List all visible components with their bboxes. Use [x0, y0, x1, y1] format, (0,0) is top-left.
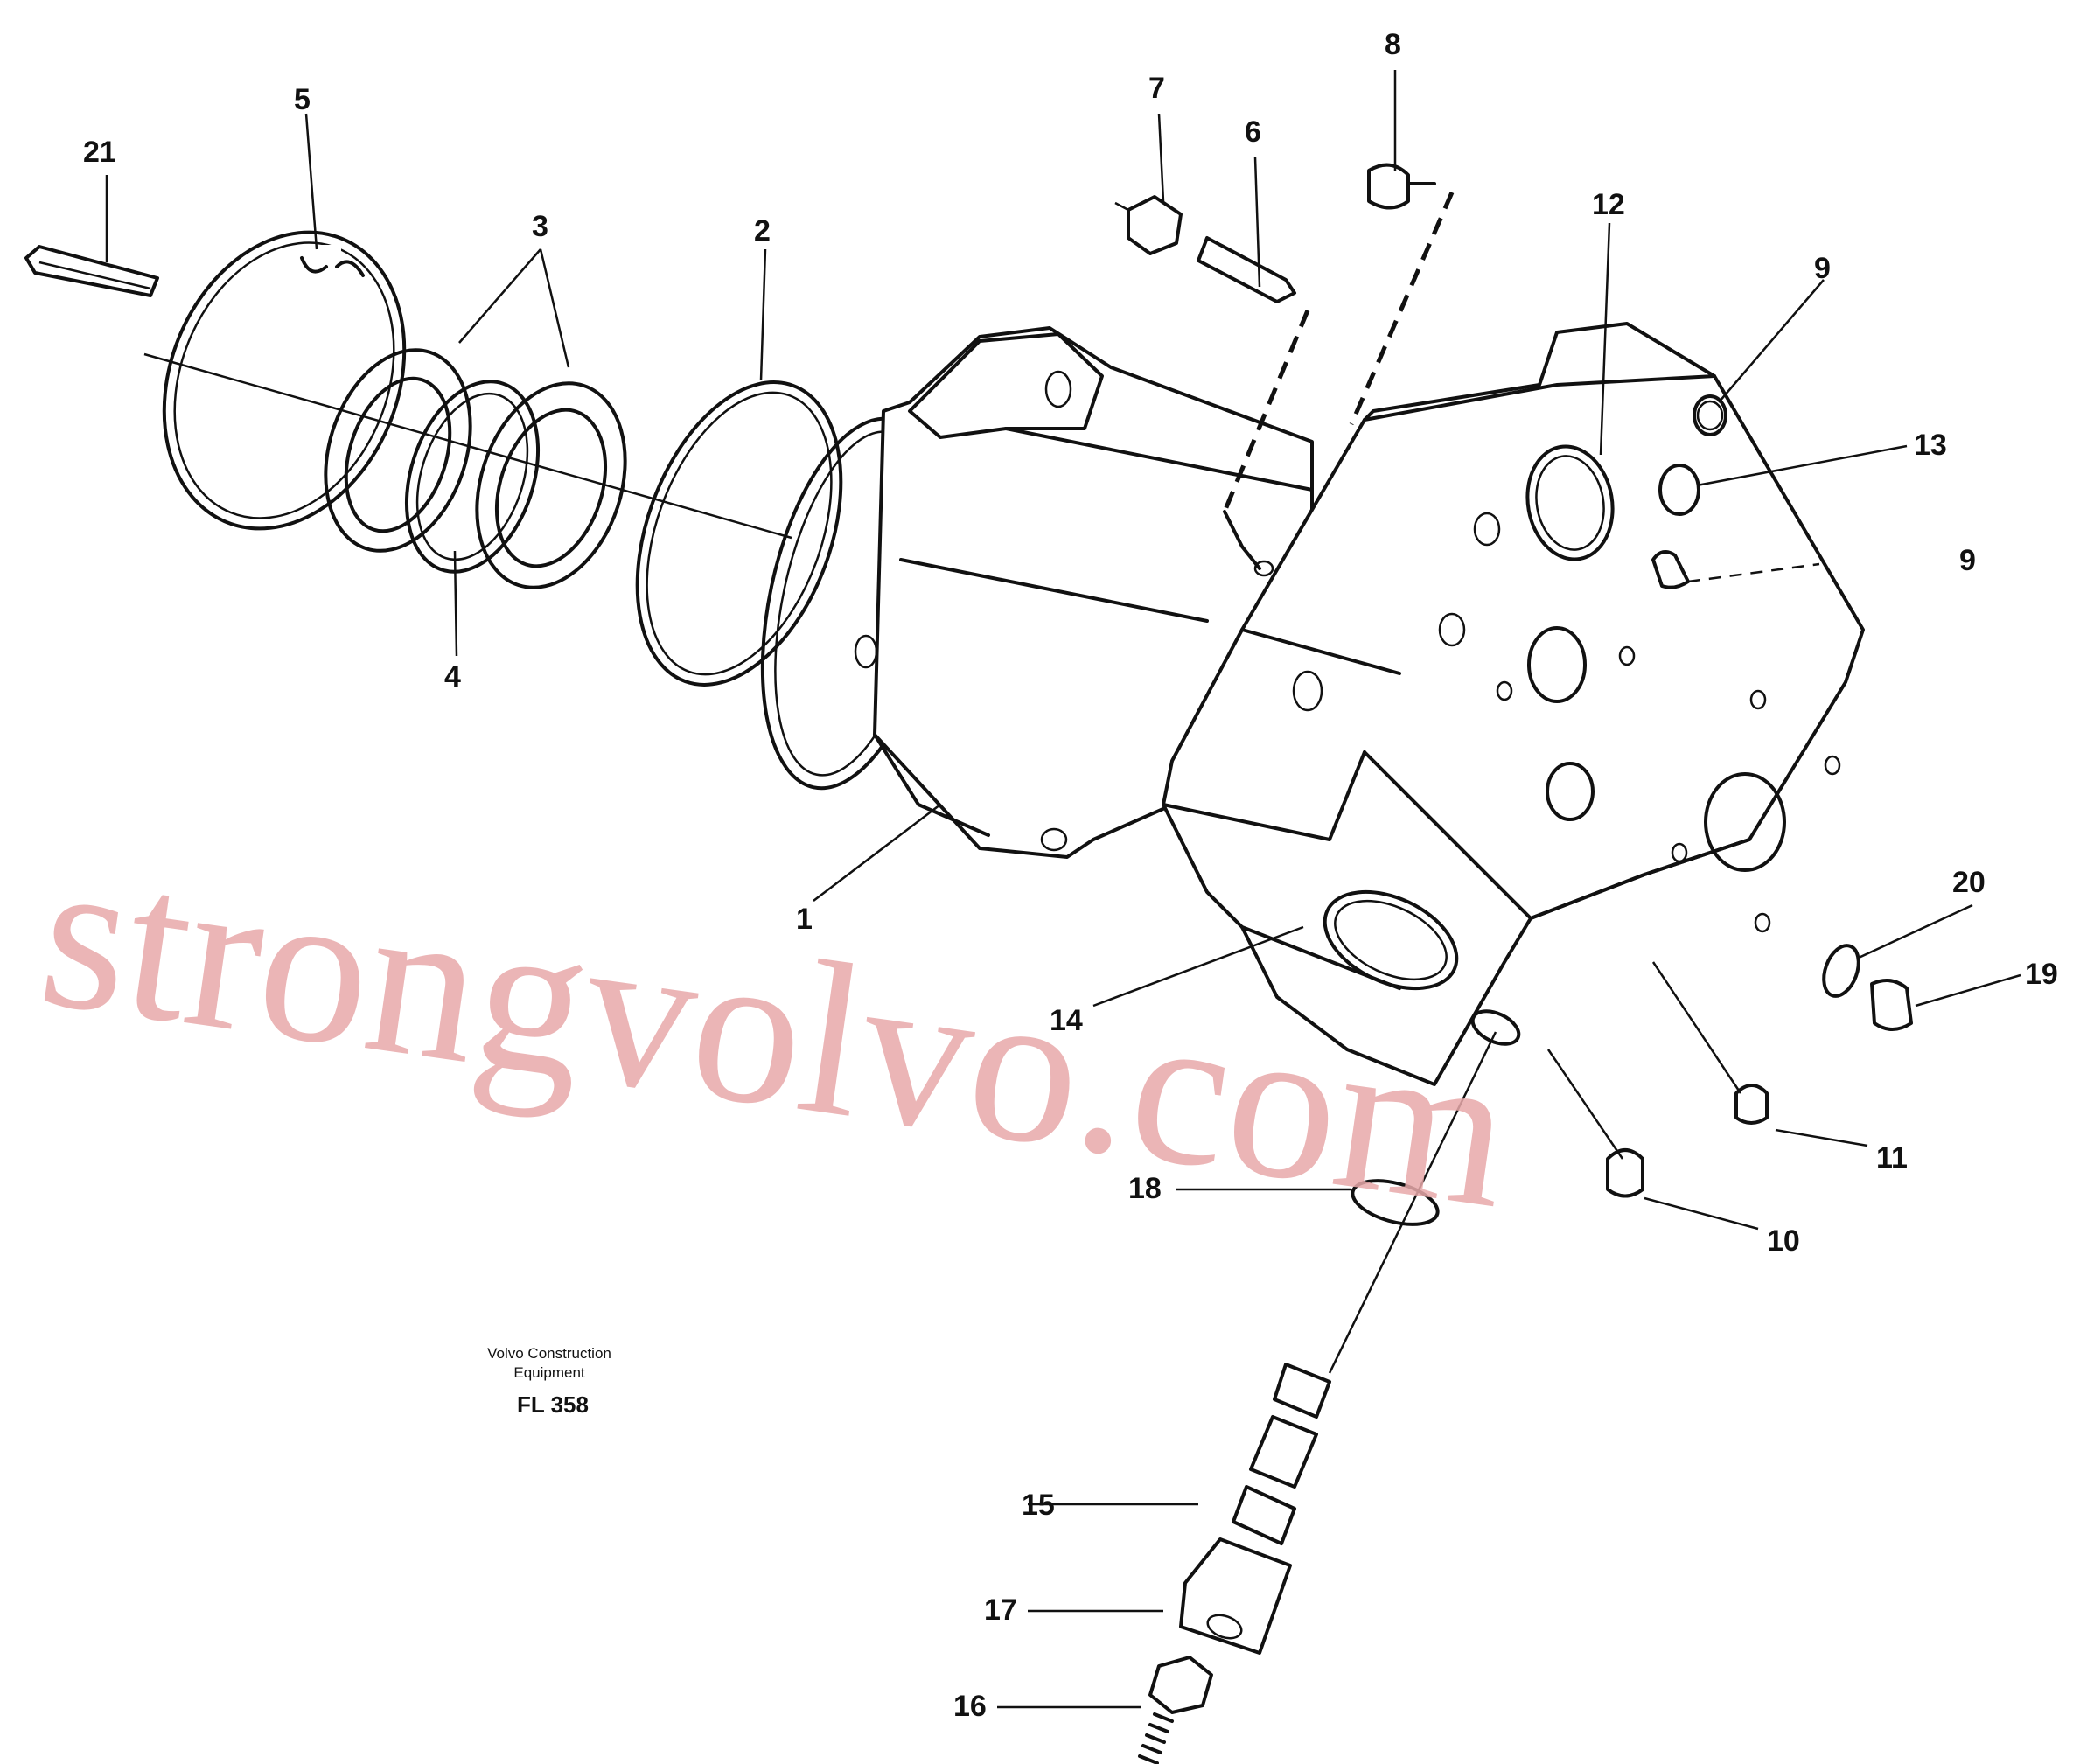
callout-14: 14	[1050, 1004, 1083, 1037]
leader-lines	[105, 70, 2021, 1709]
callout-13: 13	[1914, 429, 1947, 462]
part-pressure-valve	[1138, 1031, 1497, 1764]
part-top-fittings	[1114, 163, 1455, 577]
seal-18	[1351, 1179, 1440, 1226]
callout-18: 18	[1128, 1172, 1162, 1205]
callout-17: 17	[984, 1593, 1017, 1627]
part-valve-block	[1162, 322, 1865, 1086]
part-seal-rings	[324, 348, 627, 589]
seal-12	[1525, 444, 1615, 561]
callout-6: 6	[1245, 115, 1261, 149]
callout-2: 2	[754, 214, 771, 248]
callout-9-top: 9	[1814, 252, 1831, 285]
plug-11	[1734, 1084, 1769, 1125]
seal-18-block	[1470, 1009, 1521, 1046]
callout-3: 3	[532, 210, 548, 243]
plug-10	[1606, 1148, 1644, 1198]
callout-15: 15	[1022, 1489, 1055, 1522]
part-key	[24, 245, 159, 297]
caption-line-2: Equipment	[513, 1364, 585, 1381]
plug-19	[1870, 979, 1913, 1031]
caption-block: Volvo Construction Equipment FL 358	[487, 1345, 611, 1418]
callout-16: 16	[953, 1690, 987, 1723]
callout-21: 21	[83, 136, 116, 169]
callout-12: 12	[1592, 188, 1625, 221]
part-port-seals	[1323, 444, 1860, 1226]
callout-19: 19	[2025, 958, 2058, 991]
callout-20: 20	[1952, 866, 1986, 899]
callout-4: 4	[444, 660, 461, 694]
callout-9: 9	[1959, 544, 1976, 577]
part-o-ring	[635, 380, 843, 687]
caption-line-1: Volvo Construction	[487, 1345, 611, 1362]
callout-11: 11	[1876, 1141, 1908, 1175]
seal-14	[1323, 889, 1459, 991]
part-snap-ring	[162, 230, 407, 531]
callout-7: 7	[1148, 72, 1165, 105]
part-plugs	[1546, 394, 1913, 1198]
seal-20	[1822, 944, 1860, 998]
caption-code: FL 358	[517, 1391, 589, 1418]
callout-1: 1	[796, 903, 813, 936]
callout-5: 5	[294, 83, 311, 116]
seal-13	[1658, 464, 1700, 516]
callout-labels: 21 5 3 4 2 7 6 8 12 9 13 9 1 14 18 15 17…	[83, 28, 2058, 1723]
callout-8: 8	[1385, 28, 1401, 61]
callout-10: 10	[1767, 1224, 1800, 1258]
plug-9-top	[1693, 394, 1728, 436]
